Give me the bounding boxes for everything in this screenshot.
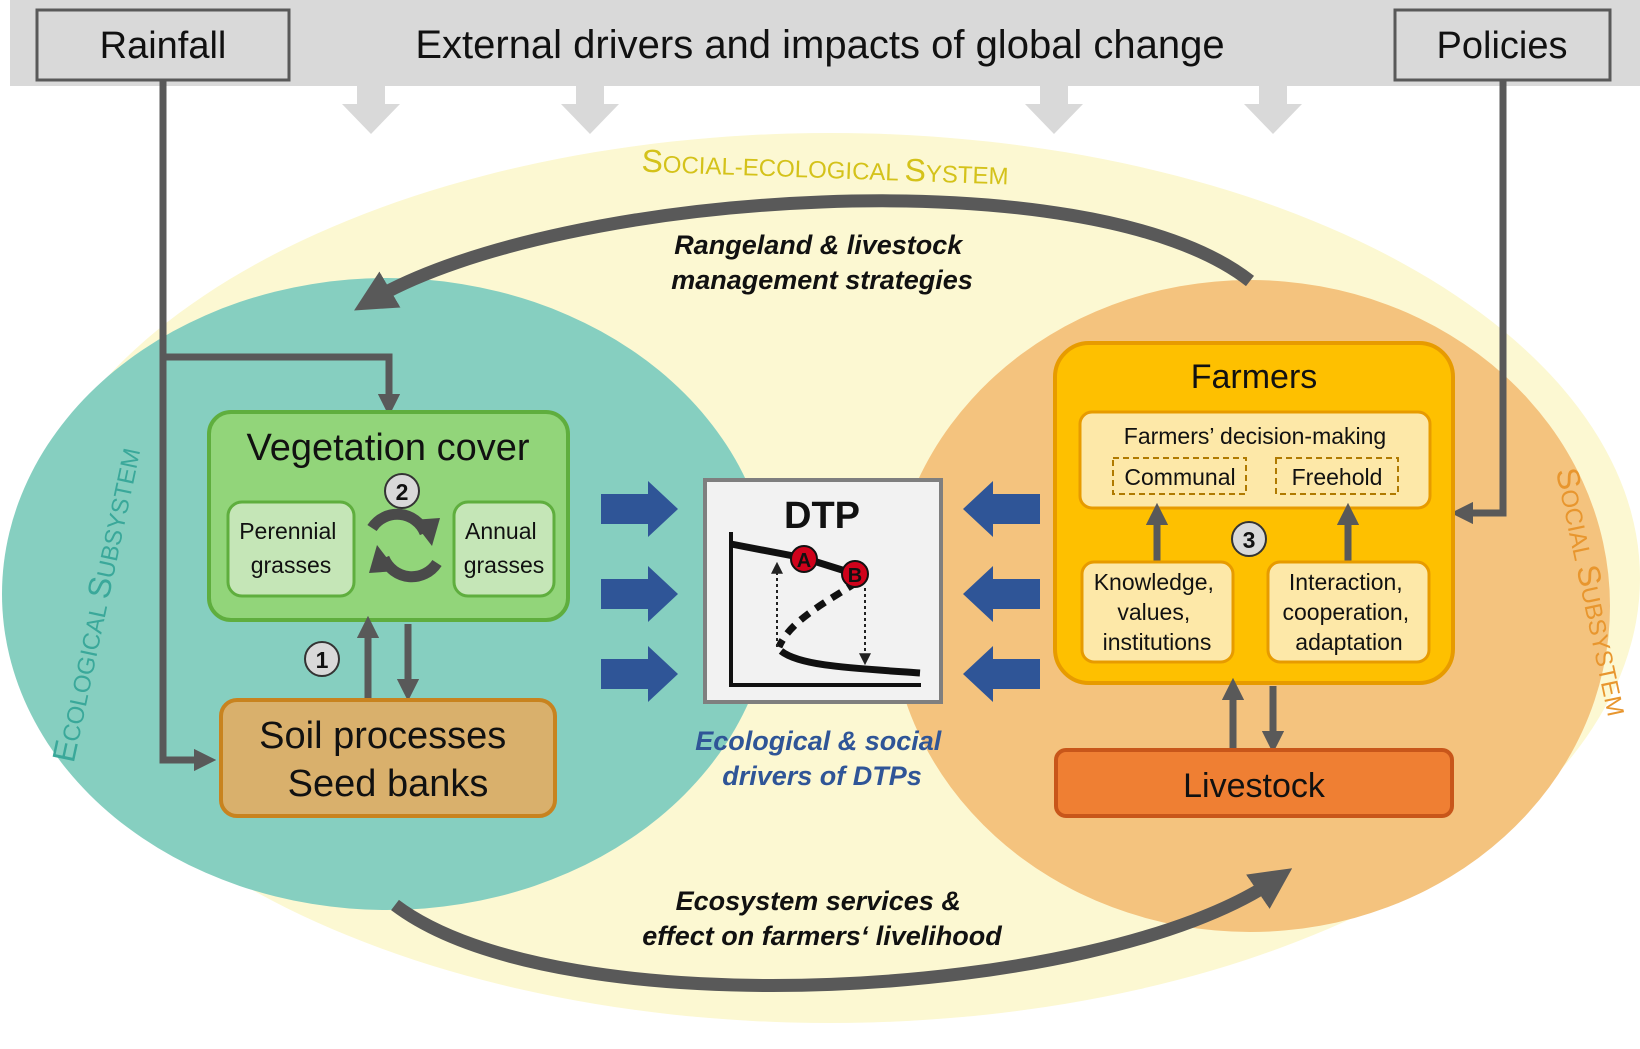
rainfall-connectors (159, 80, 401, 772)
livestock-box (1054, 748, 1454, 818)
freehold-label: Freehold (1292, 464, 1383, 490)
freehold-box (1275, 457, 1399, 495)
ecosystem-services-arrow (391, 868, 1293, 993)
ecosystem-services-label: Ecosystem services & effect on farmers‘ … (642, 886, 1002, 951)
cycle-arrowhead (412, 518, 440, 546)
dtp-plot-axes (729, 532, 921, 687)
soil-processes-label: Soil processes Seed banks (259, 715, 517, 805)
farmers-title: Farmers (1191, 358, 1318, 396)
dtp-point-a-label: A (797, 550, 811, 572)
social-driver-arrow (963, 481, 1040, 537)
communal-label: Communal (1124, 464, 1235, 490)
vegetation-cover-title: Vegetation cover (246, 427, 529, 469)
marker-3-label: 3 (1243, 527, 1256, 553)
perennial-grasses-box (226, 500, 356, 598)
social-driver-arrow (963, 646, 1040, 702)
dtp-point-b (841, 560, 869, 588)
ecological-driver-arrow (601, 646, 678, 702)
external-driver-arrow (342, 82, 400, 134)
perennial-grasses-label: Perennial grasses (239, 518, 343, 578)
rainfall-box (35, 8, 291, 82)
annual-grasses-box (452, 500, 556, 598)
knowledge-box (1080, 560, 1235, 664)
header-title: External drivers and impacts of global c… (415, 23, 1224, 67)
marker-1 (304, 641, 340, 677)
policies-box (1393, 8, 1612, 82)
marker-1-label: 1 (316, 647, 329, 673)
dtp-unstable-branch (775, 579, 859, 649)
management-strategies-label: Rangeland & livestock management strateg… (671, 230, 973, 295)
dtp-lower-branch (778, 648, 921, 677)
rainfall-to-vegetation-line (163, 353, 401, 417)
marker-3 (1231, 521, 1267, 557)
policies-label: Policies (1437, 25, 1568, 67)
marker-2-label: 2 (396, 479, 409, 505)
dtp-title: DTP (784, 495, 860, 537)
rainfall-label: Rainfall (100, 25, 227, 67)
dtp-hysteresis-plot: A B (729, 532, 921, 687)
social-driver-arrows (963, 481, 1040, 702)
soil-processes-box (219, 698, 557, 818)
external-driver-arrows (342, 82, 1302, 134)
dtp-caption: Ecological & social drivers of DTPs (695, 726, 949, 791)
marker-2 (384, 473, 420, 509)
dtp-point-a (790, 545, 818, 573)
external-driver-arrow (1244, 82, 1302, 134)
knowledge-label: Knowledge, values, institutions (1094, 569, 1221, 655)
social-driver-arrow (963, 566, 1040, 622)
ecological-driver-arrow (601, 481, 678, 537)
annual-grasses-label: Annual grasses (464, 518, 545, 578)
interaction-label: Interaction, cooperation, adaptation (1283, 569, 1416, 655)
rainfall-to-soil-line (159, 80, 217, 772)
external-driver-arrow (1025, 82, 1083, 134)
dtp-point-b-label: B (848, 565, 862, 587)
ecological-driver-arrows (601, 481, 678, 702)
ecological-driver-arrow (601, 566, 678, 622)
communal-box (1112, 457, 1247, 495)
external-driver-arrow (561, 82, 619, 134)
cycle-arrowhead (369, 545, 397, 573)
livestock-label: Livestock (1183, 767, 1326, 805)
interaction-box (1266, 560, 1431, 664)
management-strategies-arrow (354, 194, 1255, 311)
decision-making-label: Farmers’ decision-making (1124, 423, 1386, 449)
policies-to-farmers-line (1450, 80, 1507, 525)
